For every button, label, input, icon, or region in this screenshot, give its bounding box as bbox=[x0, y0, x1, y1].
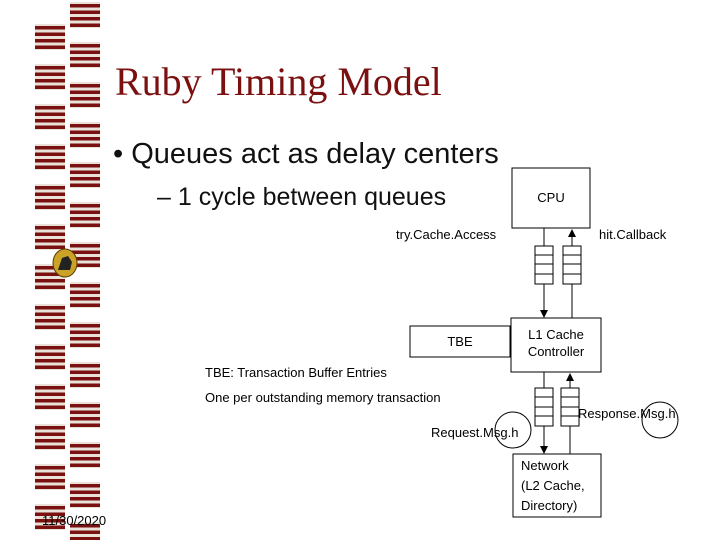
queue-request bbox=[534, 372, 554, 454]
response-msg-label: Response.Msg.h bbox=[578, 406, 676, 421]
decor-strip bbox=[70, 202, 100, 228]
sub-bullet-text: 1 cycle between queues bbox=[177, 183, 447, 211]
decor-strip bbox=[70, 522, 100, 540]
cpu-label: CPU bbox=[537, 190, 565, 205]
tbe-box bbox=[409, 325, 511, 358]
request-msg-label: Request.Msg.h bbox=[431, 425, 519, 440]
cpu-box bbox=[511, 167, 591, 229]
decor-strip bbox=[70, 282, 100, 308]
network-label: Network (L2 Cache, Directory) bbox=[521, 456, 585, 516]
queue-try-cache bbox=[534, 228, 554, 318]
bullet-point: • Queues act as delay centers bbox=[113, 138, 499, 170]
decor-strip bbox=[70, 442, 100, 468]
network-label-line2: (L2 Cache, bbox=[521, 478, 585, 493]
decor-strip bbox=[70, 82, 100, 108]
decor-strip bbox=[70, 482, 100, 508]
tbe-note: TBE: Transaction Buffer Entries bbox=[205, 365, 387, 380]
tbe-note-2: One per outstanding memory transaction bbox=[205, 390, 441, 405]
decor-strip bbox=[35, 344, 65, 370]
decor-strip bbox=[35, 104, 65, 130]
decor-strip bbox=[70, 162, 100, 188]
decor-strip bbox=[70, 402, 100, 428]
decor-strip bbox=[35, 24, 65, 50]
decor-strip bbox=[35, 304, 65, 330]
response-marker-circle bbox=[641, 401, 679, 439]
emblem-icon bbox=[52, 248, 78, 278]
decor-strip bbox=[70, 42, 100, 68]
bullet-text: Queues act as delay centers bbox=[131, 138, 499, 170]
decor-strip bbox=[70, 122, 100, 148]
l1-cache-label: L1 Cache Controller bbox=[511, 326, 601, 360]
l1-cache-label-line2: Controller bbox=[527, 344, 585, 359]
network-label-line1: Network bbox=[521, 458, 569, 473]
decor-strip bbox=[70, 362, 100, 388]
queue-hit-callback bbox=[562, 229, 582, 318]
l1-cache-box bbox=[510, 317, 602, 373]
decor-strip bbox=[35, 384, 65, 410]
decor-strip bbox=[35, 424, 65, 450]
decor-strip bbox=[35, 64, 65, 90]
decor-strip bbox=[70, 2, 100, 28]
tbe-label: TBE bbox=[447, 334, 473, 349]
decor-strip bbox=[35, 224, 65, 250]
decor-strip bbox=[35, 184, 65, 210]
decor-strip bbox=[70, 322, 100, 348]
sub-bullet: – 1 cycle between queues bbox=[157, 183, 447, 211]
queue-response bbox=[560, 373, 580, 454]
decorative-border bbox=[35, 2, 100, 540]
decor-strip bbox=[35, 464, 65, 490]
slide-title: Ruby Timing Model bbox=[115, 59, 442, 104]
l1-cache-label-line1: L1 Cache bbox=[528, 327, 584, 342]
network-label-line3: Directory) bbox=[521, 498, 578, 513]
request-marker-circle bbox=[494, 411, 532, 449]
decor-strip bbox=[35, 144, 65, 170]
network-box bbox=[512, 453, 602, 518]
hit-callback-label: hit.Callback bbox=[599, 227, 667, 242]
slide-date: 11/30/2020 bbox=[42, 513, 107, 528]
decor-strip bbox=[35, 504, 65, 530]
try-cache-access-label: try.Cache.Access bbox=[396, 227, 497, 242]
